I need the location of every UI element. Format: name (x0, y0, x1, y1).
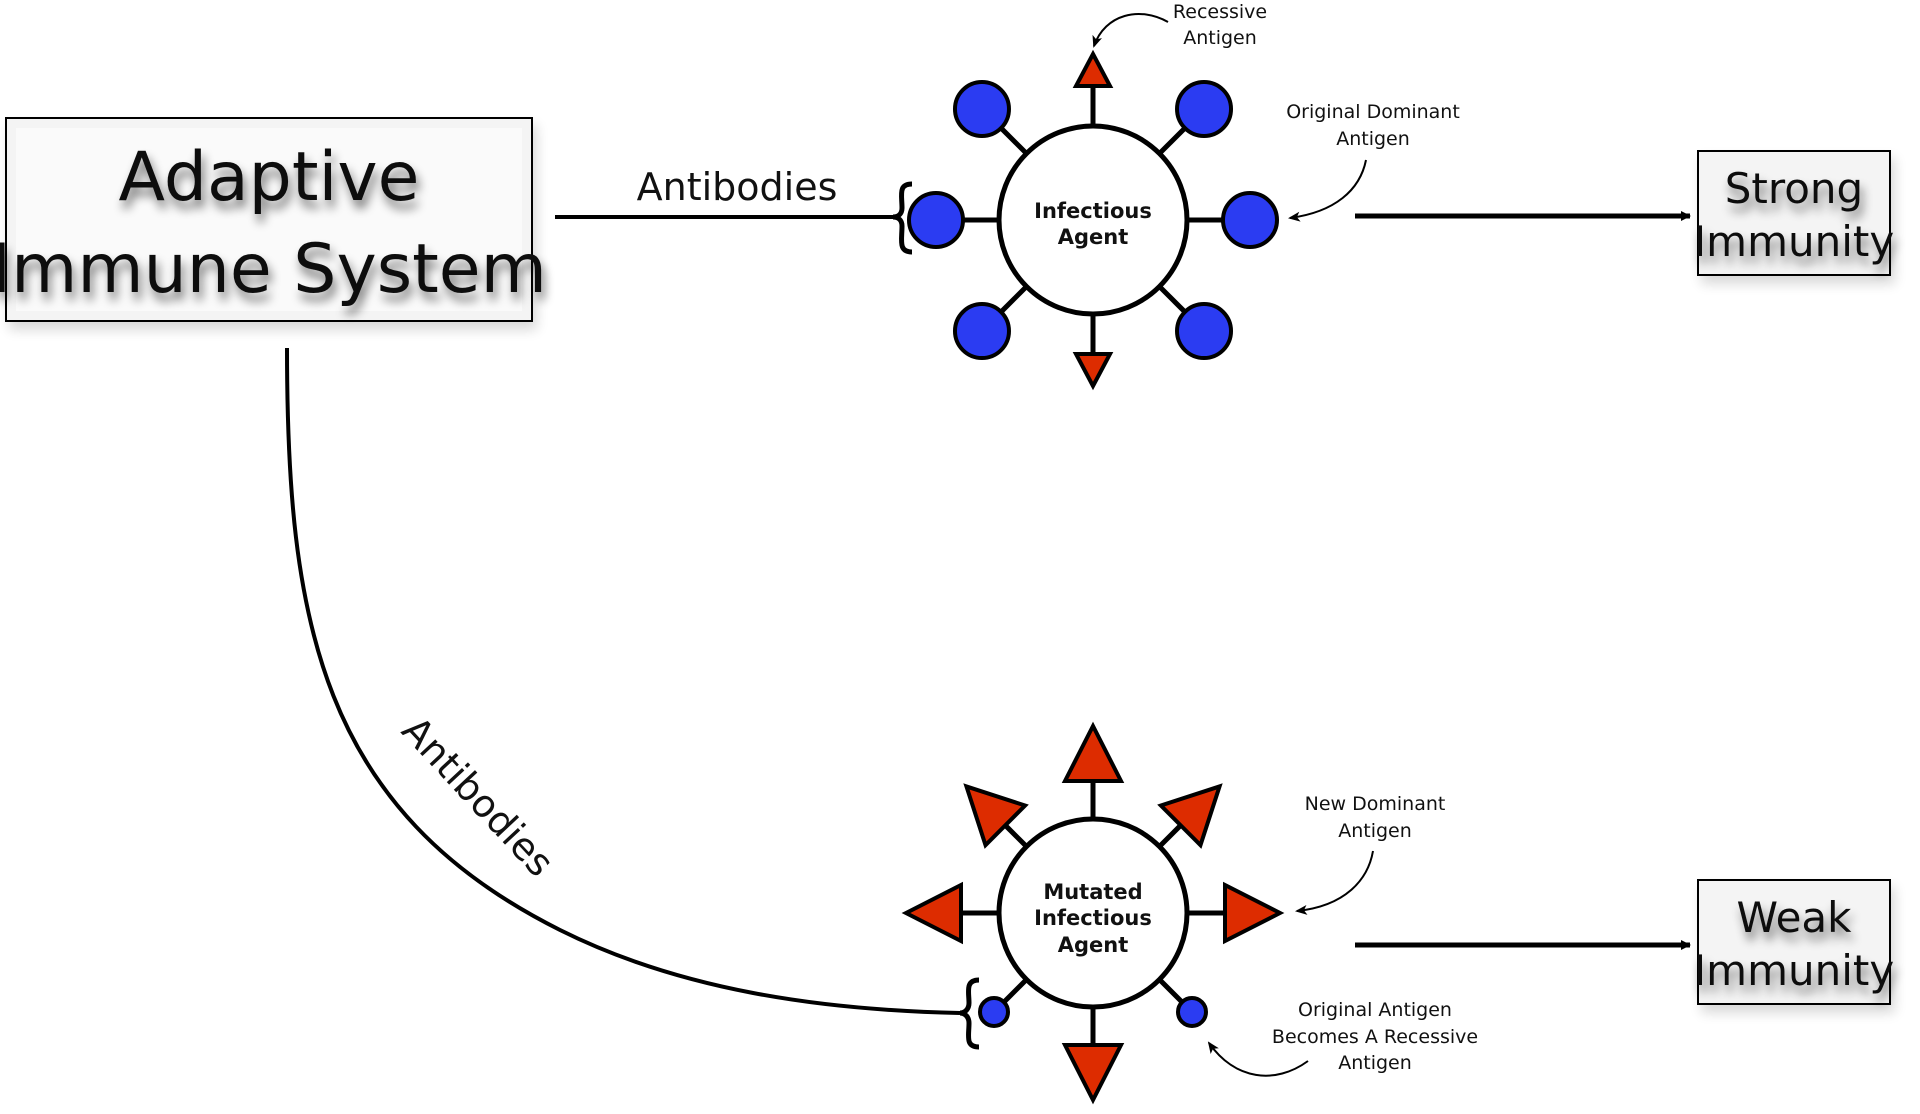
red-antigen-icon (901, 881, 963, 945)
blue-antigen-icon (1175, 302, 1234, 361)
new-dominant-note-line1: New Dominant (1305, 793, 1446, 815)
weak-box-frame (1697, 879, 1891, 1005)
blue-antigen-icon (1175, 995, 1208, 1028)
infectious-agent-label-line2: Agent (1058, 225, 1129, 249)
dominant-note-line2: Antigen (1336, 128, 1410, 150)
red-antigen-icon (1072, 352, 1114, 391)
top-agent-spokes (907, 49, 1279, 391)
recessive-note-line2: Antigen (1183, 27, 1257, 49)
blue-antigen-icon (952, 302, 1011, 361)
orig-recessive-pointer-arrow-icon (1207, 1041, 1309, 1077)
source-box-inner (16, 128, 522, 311)
infectious-agent-body (996, 123, 1190, 317)
bottom-agent-spokes (901, 721, 1285, 1105)
top-antibodies-label: Antibodies (637, 165, 838, 209)
mutated-agent-body (996, 816, 1190, 1010)
new-dominant-antigen-note: New Dominant Antigen (1295, 793, 1446, 915)
dominant-pointer-arrow-icon (1288, 159, 1367, 222)
recessive-antigen-note: Recessive Antigen (1092, 1, 1267, 49)
top-antibodies-connector: Antibodies (555, 165, 913, 255)
red-antigen-icon (1061, 721, 1125, 783)
infectious-agent: Infectious Agent (907, 49, 1279, 391)
strong-box-frame (1697, 150, 1891, 276)
strong-box-line2: Immunity (1694, 217, 1894, 266)
red-antigen-icon (1157, 783, 1223, 849)
red-antigen-icon (1223, 881, 1285, 945)
adaptive-immune-system-box: Adaptive Immune System (0, 117, 547, 322)
bottom-antibodies-label: Antibodies (393, 708, 562, 885)
blue-antigen-icon (1175, 79, 1234, 138)
red-antigen-icon (1061, 1043, 1125, 1105)
antigen-stalk (999, 126, 1029, 156)
original-dominant-antigen-note: Original Dominant Antigen (1286, 101, 1460, 222)
blue-antigen-icon (978, 995, 1011, 1028)
recessive-pointer-arrow-icon (1092, 13, 1169, 48)
blue-antigen-icon (1221, 191, 1279, 249)
orig-recessive-note-line2: Becomes A Recessive (1272, 1026, 1478, 1048)
mutated-agent-label-line1: Mutated (1043, 880, 1142, 904)
weak-box-line1: Weak (1737, 893, 1853, 942)
mutated-agent-label-line3: Agent (1058, 933, 1129, 957)
bottom-antibodies-connector: Antibodies (285, 347, 980, 1050)
strong-box-line1: Strong (1725, 164, 1863, 213)
red-antigen-icon (1072, 49, 1114, 88)
weak-box-line2: Immunity (1694, 946, 1894, 995)
red-antigen-icon (963, 783, 1029, 849)
blue-antigen-icon (907, 191, 965, 249)
new-dominant-pointer-arrow-icon (1295, 850, 1374, 915)
strong-immunity-box: Strong Immunity (1694, 150, 1894, 276)
infectious-agent-label-line1: Infectious (1034, 199, 1152, 223)
orig-recessive-note-line3: Antigen (1338, 1052, 1412, 1074)
blue-antigen-icon (952, 79, 1011, 138)
antigen-stalk (1002, 977, 1029, 1004)
antigen-stalk (999, 284, 1029, 314)
weak-immunity-box: Weak Immunity (1694, 879, 1894, 1005)
top-brace-icon (892, 181, 913, 255)
dominant-note-line1: Original Dominant (1286, 101, 1460, 123)
antigen-stalk (1003, 823, 1029, 849)
source-box-line2: Immune System (0, 230, 547, 309)
recessive-note-line1: Recessive (1173, 1, 1267, 23)
antigen-stalk (1157, 977, 1184, 1004)
source-box-line1: Adaptive (119, 138, 420, 217)
new-dominant-note-line2: Antigen (1338, 820, 1412, 842)
bottom-brace-icon (959, 977, 980, 1050)
antigen-stalk (1157, 823, 1183, 849)
antigen-stalk (1157, 284, 1187, 314)
mutated-agent-label-line2: Infectious (1034, 906, 1152, 930)
original-antigen-recessive-note: Original Antigen Becomes A Recessive Ant… (1207, 999, 1478, 1077)
mutated-infectious-agent: Mutated Infectious Agent (901, 721, 1285, 1105)
orig-recessive-note-line1: Original Antigen (1298, 999, 1452, 1021)
bottom-antibodies-curve (285, 347, 961, 1015)
antigen-stalk (1157, 126, 1187, 156)
